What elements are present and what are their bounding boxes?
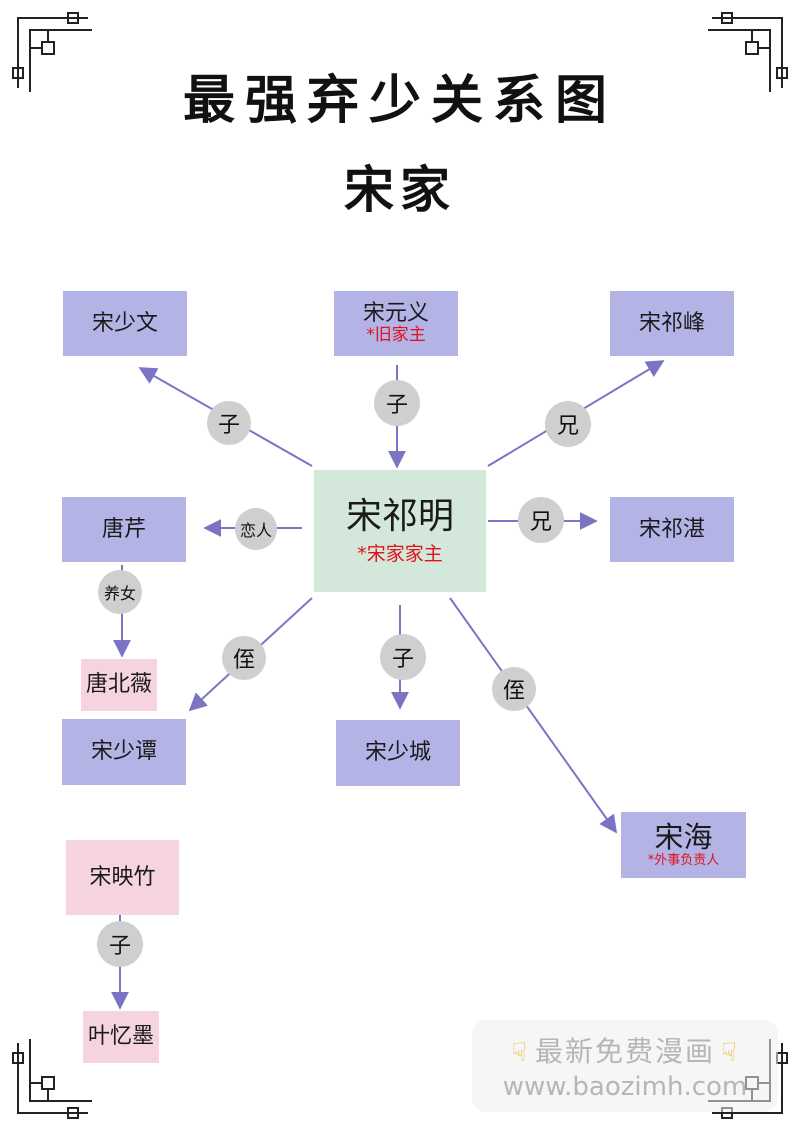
watermark-text: 最新免费漫画 [534,1035,715,1068]
node-label: 宋祁峰 [638,310,705,336]
node-song-shaocheng: 宋少城 [336,720,460,786]
relation-badge-tangbeiwei: 养女 [98,570,142,614]
node-song-hai: 宋海 *外事负责人 [621,812,746,878]
node-label: 宋少城 [364,740,431,766]
node-label: 唐北薇 [85,672,152,698]
node-label: 唐芹 [101,516,146,542]
corner-ornament-top-left [12,12,92,92]
node-tang-qian: 唐芹 [62,497,186,562]
node-label: 宋海 [654,819,713,854]
node-label: 叶忆墨 [87,1024,154,1050]
node-song-qizhan: 宋祁湛 [610,497,734,562]
relation-badge-shaocheng: 子 [380,634,426,680]
node-tang-beiwei: 唐北薇 [81,659,157,711]
page-title: 最强弃少关系图 [182,71,617,131]
edge-to-songhai [449,597,618,834]
node-label: 宋少文 [91,310,158,336]
center-note: *宋家家主 [357,542,443,565]
node-label: 宋祁湛 [638,516,705,542]
pointing-down-icon: ☟ [511,1038,529,1068]
node-song-shaowen: 宋少文 [63,291,187,356]
node-song-qifeng: 宋祁峰 [610,291,734,356]
node-label: 宋映竹 [89,864,156,890]
node-song-yingzhu: 宋映竹 [66,840,179,915]
node-song-shaotan: 宋少谭 [62,719,186,785]
relation-badge-yuanyi: 子 [374,380,420,426]
page-subtitle: 宋家 [344,161,456,219]
corner-ornament-top-right [708,12,788,92]
corner-ornament-bottom-left [12,1039,92,1119]
node-note: *外事负责人 [647,853,720,869]
relation-badge-qizhan: 兄 [518,497,564,543]
relation-badge-songhai: 侄 [492,667,536,711]
relation-badge-shaotan: 侄 [222,636,266,680]
node-label: 宋少谭 [90,739,157,765]
node-note: *旧家主 [366,325,426,346]
relation-badge-yimo: 子 [97,921,143,967]
relation-badge-tangqian: 恋人 [235,508,277,550]
relation-badge-qifeng: 兄 [545,401,591,447]
node-song-qiming-center: 宋祁明 *宋家家主 [314,470,486,592]
node-label: 宋元义 [362,301,429,327]
node-ye-yimo: 叶忆墨 [83,1011,159,1063]
watermark-url: www.baozimh.com [502,1072,748,1102]
relation-badge-shaowen: 子 [207,401,251,445]
watermark-line-1: ☟最新免费漫画☟ [505,1030,745,1070]
watermark: ☟最新免费漫画☟ www.baozimh.com [472,1020,778,1112]
pointing-down-icon: ☟ [721,1038,739,1068]
center-name: 宋祁明 [345,496,454,538]
node-song-yuanyi: 宋元义 *旧家主 [334,291,458,356]
